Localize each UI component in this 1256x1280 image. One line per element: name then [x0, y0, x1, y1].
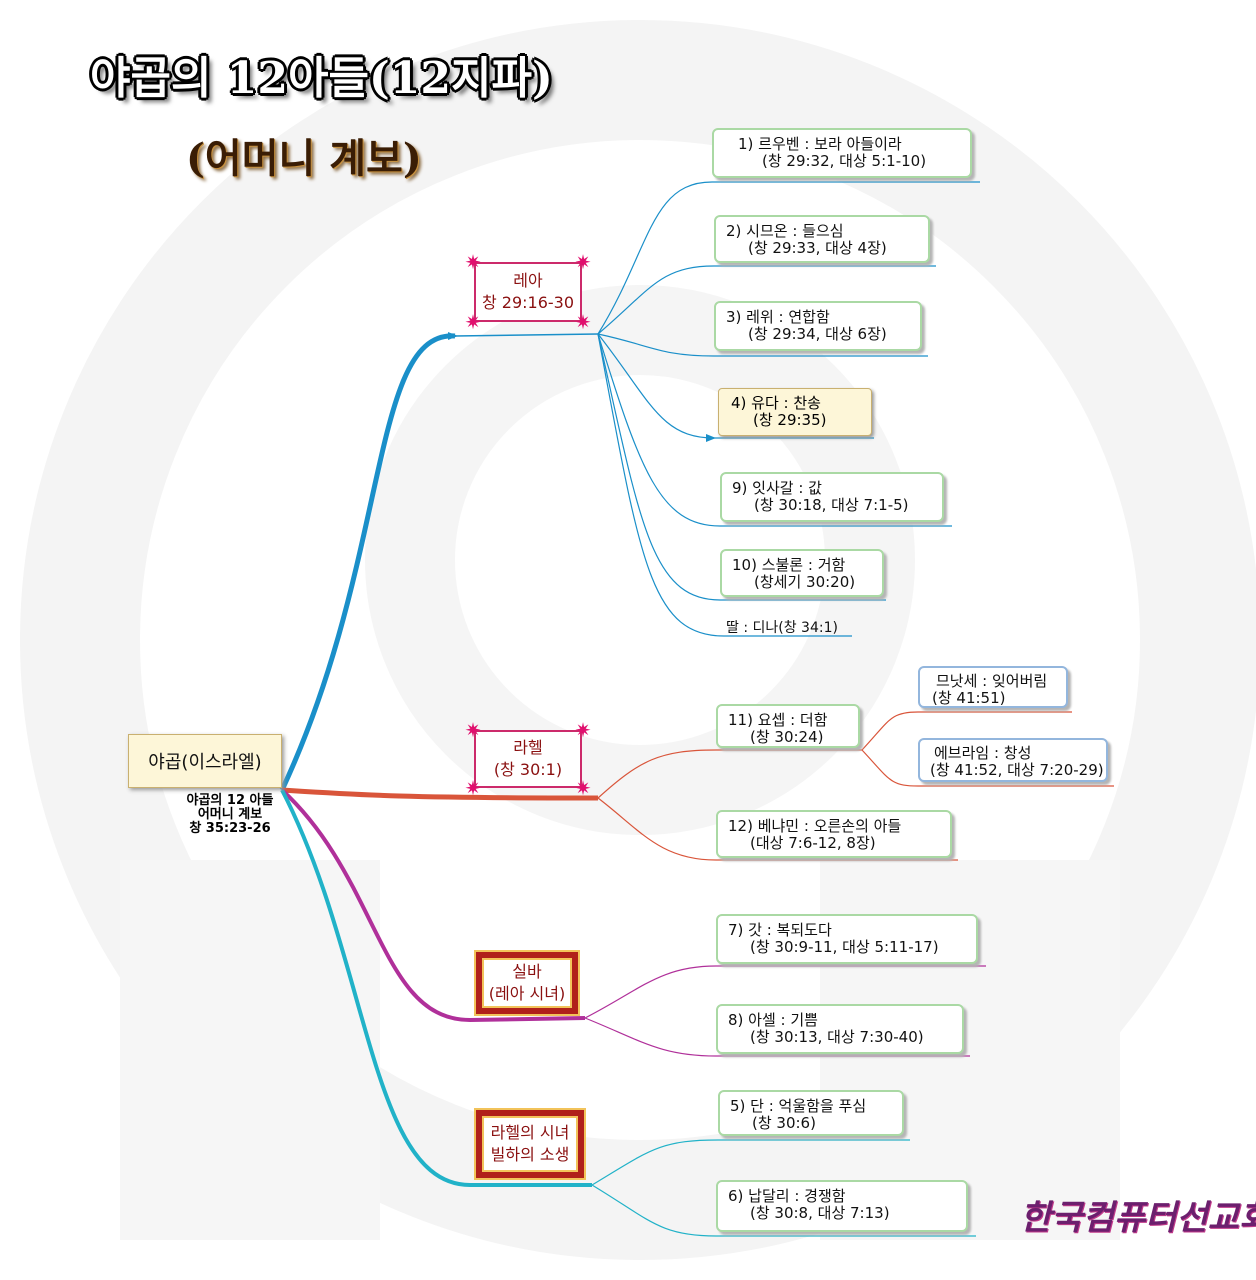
son-node-gad[interactable]: 7) 갓 : 복되도다 (창 30:9-11, 대상 5:11-17): [716, 914, 978, 964]
link-root-zilpah: [280, 788, 586, 1023]
son-node-reuben[interactable]: 1) 르우벤 : 보라 아들이라 (창 29:32, 대상 5:1-10): [712, 128, 972, 178]
star-ornament-icon: ✷: [574, 776, 592, 800]
star-ornament-icon: ✷: [574, 250, 592, 274]
root-label: 야곱(이스라엘): [148, 752, 262, 773]
root-node-jacob[interactable]: 야곱(이스라엘): [128, 734, 282, 788]
son-node-zebulun[interactable]: 10) 스불론 : 거함 (창세기 30:20): [720, 549, 884, 597]
daughter-node-dinah[interactable]: 딸 : 디나(창 34:1): [726, 620, 838, 636]
son-node-joseph[interactable]: 11) 요셉 : 더함 (창 30:24): [716, 704, 860, 748]
root-note: 야곱의 12 아들 어머니 계보 창 35:23-26: [186, 793, 274, 836]
son-node-asher[interactable]: 8) 아셀 : 기쁨 (창 30:13, 대상 7:30-40): [716, 1004, 964, 1054]
star-ornament-icon: ✷: [464, 310, 482, 334]
star-ornament-icon: ✷: [574, 718, 592, 742]
grandson-node-manasseh[interactable]: 므낫세 : 잊어버림 (창 41:51): [918, 666, 1068, 708]
organization-logo: 한국컴퓨터선교회: [1020, 1198, 1256, 1238]
link-root-leah: [279, 333, 456, 792]
son-node-benjamin[interactable]: 12) 베냐민 : 오른손의 아들 (대상 7:6-12, 8장): [716, 810, 952, 858]
son-node-naphtali[interactable]: 6) 납달리 : 경쟁함 (창 30:8, 대상 7:13): [716, 1180, 968, 1232]
star-ornament-icon: ✷: [464, 718, 482, 742]
mother-node-leah[interactable]: 레아 창 29:16-30: [474, 262, 582, 322]
son-node-levi[interactable]: 3) 레위 : 연합함 (창 29:34, 대상 6장): [714, 301, 922, 351]
star-ornament-icon: ✷: [464, 776, 482, 800]
grandson-node-ephraim[interactable]: 에브라임 : 창성 (창 41:52, 대상 7:20-29): [918, 738, 1108, 782]
star-ornament-icon: ✷: [574, 310, 592, 334]
son-node-dan[interactable]: 5) 단 : 억울함을 푸심 (창 30:6): [718, 1090, 904, 1136]
son-node-judah[interactable]: 4) 유다 : 찬송 (창 29:35): [718, 388, 872, 436]
mother-node-rachel[interactable]: 라헬 (창 30:1): [474, 730, 582, 788]
page-title: 야곱의 12아들(12지파): [90, 53, 553, 104]
page-subtitle: (어머니 계보): [186, 135, 422, 182]
link-root-bilhah: [280, 789, 592, 1187]
mother-node-zilpah[interactable]: 실바 (레아 시녀): [474, 950, 580, 1016]
star-ornament-icon: ✷: [464, 250, 482, 274]
son-node-issachar[interactable]: 9) 잇사갈 : 값 (창 30:18, 대상 7:1-5): [720, 472, 944, 522]
link-root-rachel: [281, 787, 599, 801]
mother-node-bilhah[interactable]: 라헬의 시녀 빌하의 소생: [474, 1108, 586, 1180]
son-node-simeon[interactable]: 2) 시므온 : 들으심 (창 29:33, 대상 4장): [714, 215, 930, 263]
